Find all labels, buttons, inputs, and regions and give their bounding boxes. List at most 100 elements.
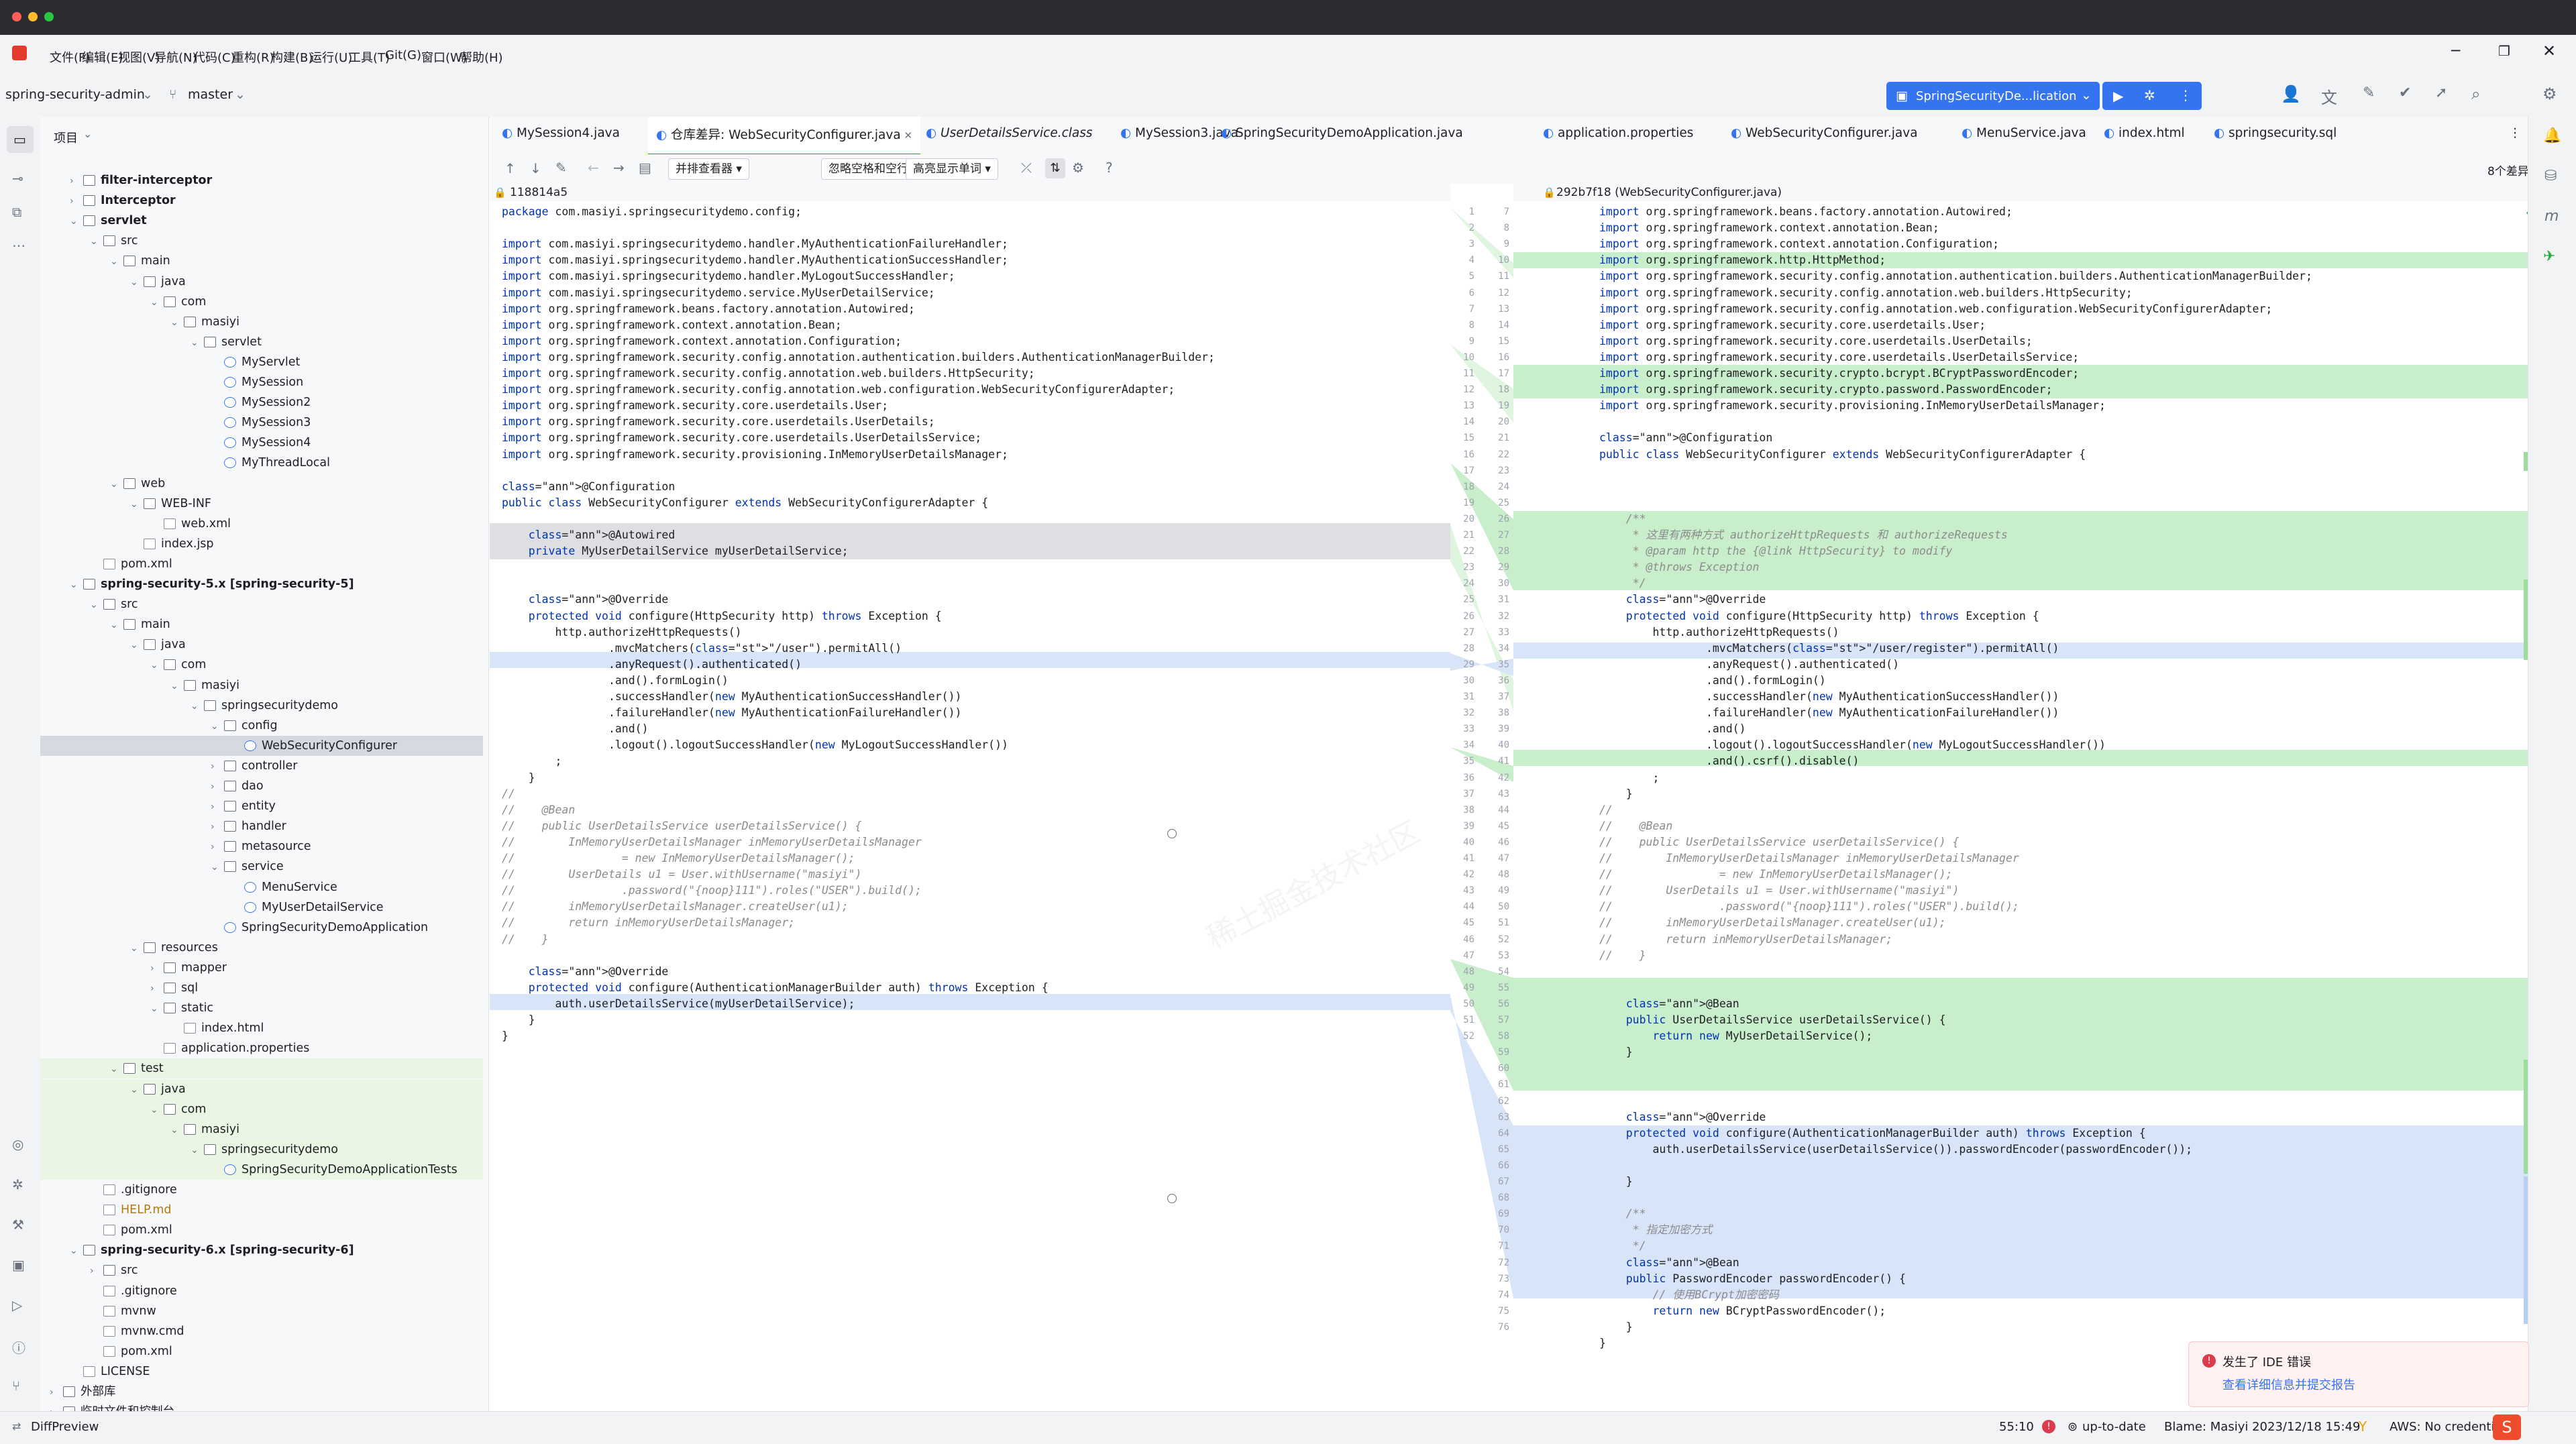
- menu-item[interactable]: 编辑(E): [82, 51, 123, 65]
- chevron-down-icon[interactable]: ⌄: [150, 1104, 158, 1115]
- code-line[interactable]: import org.springframework.security.core…: [502, 431, 982, 445]
- settings-icon[interactable]: ⚙: [2542, 85, 2557, 103]
- copilot-icon[interactable]: ✈: [2543, 248, 2556, 265]
- code-line[interactable]: .anyRequest().authenticated(): [502, 657, 802, 671]
- menu-item[interactable]: Git(G): [385, 48, 421, 62]
- minimize-icon[interactable]: ─: [2451, 43, 2461, 60]
- chevron-down-icon[interactable]: ⌄: [150, 296, 158, 308]
- tree-item[interactable]: ⌄com: [40, 655, 483, 675]
- chevron-down-icon[interactable]: ⌄: [150, 660, 158, 671]
- code-line[interactable]: public UserDetailsService userDetailsSer…: [1625, 1013, 1946, 1026]
- menu-item[interactable]: 运行(U): [310, 51, 353, 65]
- chevron-down-icon[interactable]: ⌄: [110, 620, 118, 631]
- code-line[interactable]: import org.springframework.security.core…: [1599, 350, 2080, 364]
- tabs-more-icon[interactable]: ⋮: [2509, 126, 2522, 140]
- code-line[interactable]: import org.springframework.security.core…: [1599, 334, 2033, 347]
- code-line[interactable]: import org.springframework.context.annot…: [502, 334, 902, 347]
- debug-tool-icon[interactable]: ✲: [12, 1176, 23, 1192]
- run-icon[interactable]: ▶: [2113, 88, 2124, 104]
- editor-tab[interactable]: ◐ application.properties: [1543, 126, 1693, 140]
- user-icon[interactable]: 👤: [2281, 85, 2301, 103]
- tree-item[interactable]: ⌄masiyi: [40, 1119, 483, 1140]
- editor-tab[interactable]: ◐ UserDetailsService.class: [926, 126, 1093, 140]
- tree-item[interactable]: web.xml: [40, 514, 483, 534]
- tree-item[interactable]: MySession3: [40, 412, 483, 433]
- code-line[interactable]: class="ann">@Bean: [1625, 1256, 1739, 1269]
- edit-icon[interactable]: ✎: [555, 160, 567, 176]
- run-config-selector[interactable]: ▣ SpringSecurityDe...lication ⌄: [1886, 82, 2100, 110]
- code-line[interactable]: import org.springframework.security.conf…: [502, 383, 1175, 396]
- tree-item[interactable]: ›dao: [40, 776, 483, 796]
- code-line[interactable]: import org.springframework.security.conf…: [502, 367, 1035, 380]
- editor-tab[interactable]: ◐ WebSecurityConfigurer.java: [1731, 126, 1918, 140]
- menu-item[interactable]: 构建(B): [271, 51, 313, 65]
- code-line[interactable]: }: [502, 1013, 535, 1026]
- menu-item[interactable]: 视图(V): [118, 51, 160, 65]
- code-line[interactable]: // UserDetails u1 = User.withUsername("m…: [502, 868, 862, 881]
- structure-tool-icon[interactable]: ⧉: [12, 204, 22, 220]
- code-line[interactable]: // public UserDetailsService userDetails…: [1599, 835, 1960, 848]
- tree-item[interactable]: ⌄src: [40, 594, 483, 614]
- override-icon[interactable]: [1167, 1194, 1177, 1203]
- editor-tab[interactable]: ◐ MenuService.java: [1962, 126, 2086, 140]
- chevron-down-icon[interactable]: ⌄: [191, 1144, 199, 1156]
- run-tool-icon[interactable]: ▷: [12, 1297, 23, 1313]
- tree-item[interactable]: index.jsp: [40, 534, 483, 554]
- code-line[interactable]: */: [1599, 577, 1646, 590]
- tree-item[interactable]: MySession: [40, 372, 483, 392]
- notifications-icon[interactable]: 🔔: [2543, 127, 2562, 144]
- chevron-down-icon[interactable]: ⌄: [211, 862, 219, 873]
- terminal-tool-icon[interactable]: ▣: [12, 1257, 25, 1273]
- code-line[interactable]: import org.springframework.security.conf…: [1599, 270, 2312, 283]
- chevron-right-icon[interactable]: ›: [211, 842, 215, 853]
- project-tool-icon[interactable]: ▭: [7, 126, 34, 153]
- code-line[interactable]: }: [502, 1030, 508, 1043]
- code-line[interactable]: class="ann">@Bean: [1625, 997, 1739, 1010]
- code-line[interactable]: .and(): [502, 722, 649, 736]
- git-tool-icon[interactable]: ⑂: [12, 1378, 20, 1394]
- tree-item[interactable]: MyServlet: [40, 352, 483, 372]
- code-line[interactable]: import com.masiyi.springsecuritydemo.ser…: [502, 286, 935, 299]
- y-icon[interactable]: Y: [2359, 1419, 2367, 1435]
- code-line[interactable]: * 这里有两种方式 authorizeHttpRequests 和 author…: [1599, 529, 2008, 541]
- code-line[interactable]: // @Bean: [502, 803, 576, 816]
- code-line[interactable]: class="ann">@Override: [528, 964, 669, 978]
- code-line[interactable]: */: [1599, 1239, 1646, 1253]
- editor-tab[interactable]: ◐ MySession3.java: [1120, 126, 1238, 140]
- menu-item[interactable]: 代码(C): [193, 51, 235, 65]
- code-line[interactable]: protected void configure(AuthenticationM…: [1625, 1126, 2146, 1140]
- tree-item[interactable]: ⌄java: [40, 1078, 483, 1099]
- chevron-down-icon[interactable]: ⌄: [110, 478, 118, 490]
- chevron-down-icon[interactable]: ⌄: [130, 498, 138, 510]
- tree-item[interactable]: ⌄test: [40, 1058, 483, 1079]
- code-line[interactable]: import org.springframework.security.core…: [502, 399, 889, 412]
- tree-item[interactable]: ⌄masiyi: [40, 675, 483, 696]
- arrow-up-icon[interactable]: ↑: [504, 160, 516, 176]
- branch-selector[interactable]: master: [188, 87, 233, 102]
- code-line[interactable]: auth.userDetailsService(myUserDetailServ…: [502, 997, 855, 1010]
- menu-item[interactable]: 帮助(H): [460, 51, 503, 65]
- code-line[interactable]: import org.springframework.security.conf…: [502, 350, 1215, 364]
- code-line[interactable]: // }: [502, 932, 549, 946]
- debug-icon[interactable]: ✲: [2144, 87, 2155, 103]
- editor-tab[interactable]: ◐ MySession4.java: [502, 126, 620, 140]
- tree-item[interactable]: ›Interceptor: [40, 190, 483, 211]
- menu-item[interactable]: 重构(R): [232, 51, 274, 65]
- sync-scroll-icon[interactable]: ⇅: [1045, 158, 1065, 178]
- tree-item[interactable]: ⌄springsecuritydemo: [40, 696, 483, 716]
- tree-item[interactable]: mvnw: [40, 1301, 483, 1321]
- code-line[interactable]: /**: [1599, 1207, 1646, 1221]
- tree-item[interactable]: pom.xml: [40, 1341, 483, 1362]
- tree-item[interactable]: ⌄java: [40, 634, 483, 655]
- code-line[interactable]: import org.springframework.context.annot…: [502, 318, 842, 331]
- code-line[interactable]: class="ann">@Override: [528, 593, 669, 606]
- tree-item[interactable]: ›filter-interceptor: [40, 170, 483, 190]
- search-icon[interactable]: ⌕: [2471, 85, 2481, 103]
- code-line[interactable]: import org.springframework.security.prov…: [1599, 399, 2106, 412]
- chevron-down-icon[interactable]: ⌄: [130, 276, 138, 288]
- code-line[interactable]: // InMemoryUserDetailsManager inMemoryUs…: [1599, 852, 2019, 865]
- highlight-select[interactable]: 高亮显示单词 ▾: [906, 158, 998, 180]
- code-line[interactable]: // = new InMemoryUserDetailsManager();: [502, 852, 855, 865]
- tree-item[interactable]: ⌄service: [40, 856, 483, 877]
- code-line[interactable]: import org.springframework.http.HttpMeth…: [1599, 254, 1886, 267]
